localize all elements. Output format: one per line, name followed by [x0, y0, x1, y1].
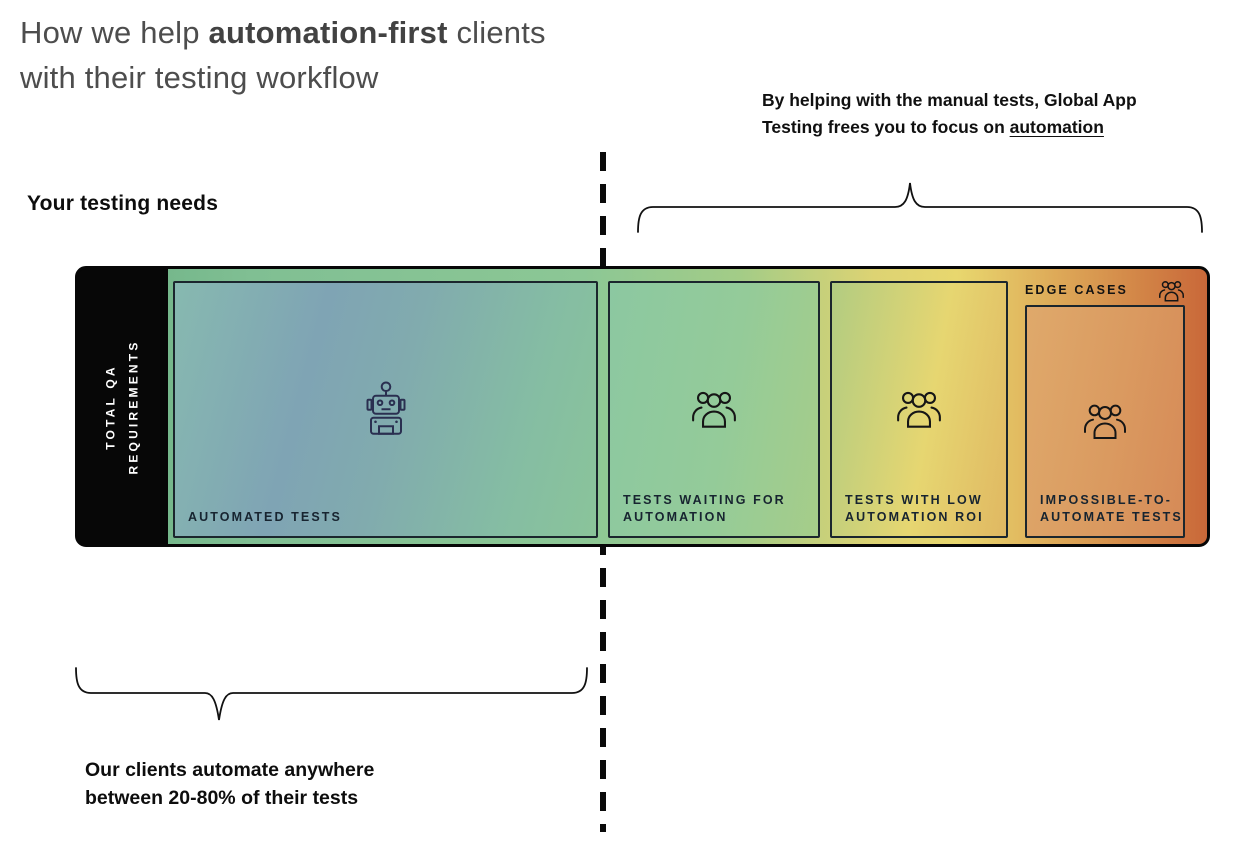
bottom-annotation: Our clients automate anywhere between 20…	[85, 757, 374, 812]
segment-label: AUTOMATED TESTS	[188, 509, 342, 524]
bottom-annotation-line1: Our clients automate anywhere	[85, 759, 375, 781]
segment-label: TESTS WAITING FOR AUTOMATION	[623, 493, 786, 524]
segment-automated-tests: AUTOMATED TESTS	[173, 281, 598, 538]
title-line2: with their testing workflow	[20, 60, 379, 95]
segment-low-roi: TESTS WITH LOW AUTOMATION ROI	[830, 281, 1008, 538]
people-icon	[1158, 280, 1185, 302]
robot-icon	[366, 380, 405, 435]
title-prefix: How we help	[20, 15, 209, 50]
people-icon	[897, 391, 941, 428]
qa-requirements-bar: TOTAL QA REQUIREMENTS	[75, 266, 1210, 547]
people-icon	[692, 391, 736, 428]
total-qa-side-label: TOTAL QA REQUIREMENTS	[103, 338, 141, 475]
edge-cases-row: EDGE CASES	[1025, 277, 1185, 303]
page-title: How we help automation-first clients wit…	[20, 10, 546, 100]
title-suffix: clients	[447, 15, 546, 50]
edge-cases-label: EDGE CASES	[1025, 283, 1128, 297]
bottom-annotation-line2: between 20-80% of their tests	[85, 786, 359, 809]
people-icon	[1084, 404, 1126, 439]
right-annotation-line1: By helping with the manual tests, Global…	[762, 90, 1137, 110]
right-annotation-line2: Testing frees you to focus on	[762, 117, 1010, 137]
title-highlight: automation-first	[208, 15, 448, 50]
segment-label: IMPOSSIBLE-TO- AUTOMATE TESTS	[1040, 493, 1183, 524]
right-annotation: By helping with the manual tests, Global…	[762, 87, 1232, 141]
left-brace	[75, 667, 588, 721]
total-qa-side-panel: TOTAL QA REQUIREMENTS	[78, 269, 168, 544]
right-brace	[637, 182, 1203, 233]
segment-label: TESTS WITH LOW AUTOMATION ROI	[845, 493, 984, 524]
segment-tests-waiting: TESTS WAITING FOR AUTOMATION	[608, 281, 820, 538]
segment-impossible: IMPOSSIBLE-TO- AUTOMATE TESTS	[1025, 305, 1185, 538]
left-heading: Your testing needs	[27, 192, 219, 215]
qa-bar-track: AUTOMATED TESTS TESTS WAITING FOR AUTOMA…	[168, 269, 1207, 544]
automation-underlined-text: automation	[1009, 117, 1104, 137]
